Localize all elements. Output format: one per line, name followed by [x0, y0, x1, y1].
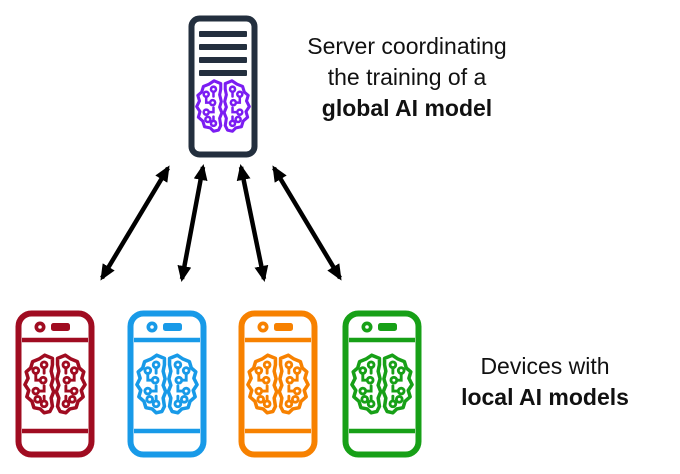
- server-caption-line1: Server coordinating: [307, 33, 507, 59]
- devices-caption-line1: Devices with: [480, 353, 610, 379]
- device-phone-2: [127, 310, 207, 458]
- devices-caption: Devices with local AI models: [435, 351, 655, 413]
- arrow-device-1: [100, 165, 170, 281]
- server-caption: Server coordinating the training of a gl…: [281, 31, 533, 124]
- devices-caption-line2: local AI models: [461, 384, 629, 410]
- arrow-device-3: [236, 164, 269, 282]
- server-icon: [188, 15, 258, 158]
- server-slots: [199, 31, 247, 76]
- device-phone-3: [238, 310, 318, 458]
- arrow-device-4: [272, 165, 342, 281]
- arrow-device-2: [177, 164, 208, 282]
- server-caption-line3: global AI model: [321, 95, 493, 121]
- device-phone-1: [15, 310, 95, 458]
- device-phone-4: [342, 310, 422, 458]
- server-caption-line2: the training of a: [327, 64, 487, 90]
